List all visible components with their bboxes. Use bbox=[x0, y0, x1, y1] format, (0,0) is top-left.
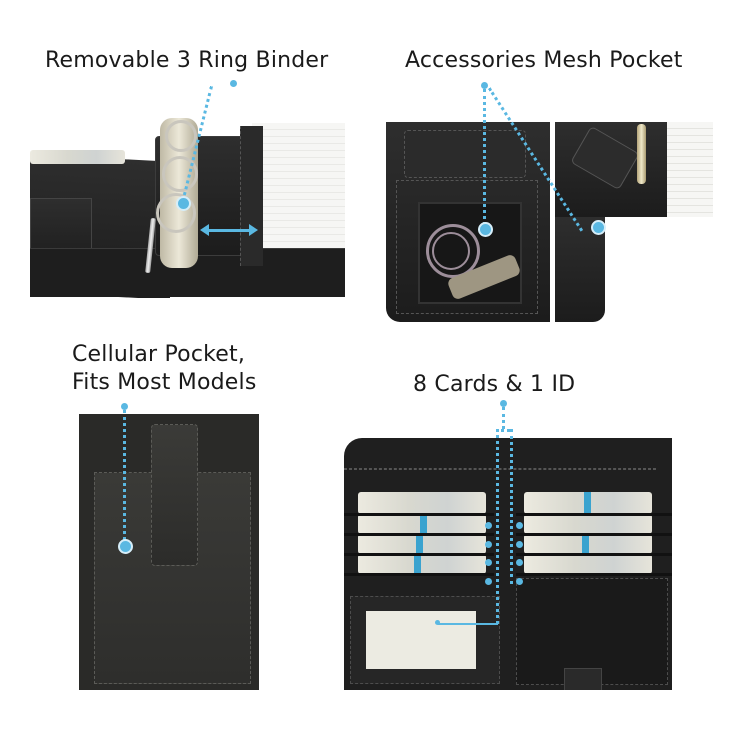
flap-card bbox=[30, 150, 125, 164]
callout-line bbox=[502, 407, 505, 429]
id-callout-line bbox=[438, 623, 498, 625]
arrow-left-head bbox=[200, 224, 209, 236]
callout-dot-icon bbox=[485, 559, 492, 566]
slot-line bbox=[516, 513, 672, 516]
notepad-paper bbox=[252, 123, 345, 251]
notepad-paper bbox=[667, 122, 713, 217]
card-left-1 bbox=[358, 492, 486, 514]
pocket-flap bbox=[404, 130, 526, 178]
callout-dot-icon bbox=[516, 522, 523, 529]
slot-line bbox=[516, 553, 672, 556]
callout-bracket bbox=[496, 429, 510, 432]
callout-dot-icon bbox=[516, 559, 523, 566]
right-pocket bbox=[516, 578, 668, 685]
callout-dot-icon bbox=[591, 220, 606, 235]
callout-dot-icon bbox=[485, 541, 492, 548]
closure-tab bbox=[564, 668, 602, 690]
ring-2 bbox=[162, 156, 198, 192]
callout-line bbox=[510, 429, 513, 584]
feature-title-cell-line1: Cellular Pocket, bbox=[72, 342, 246, 367]
slot-line bbox=[344, 533, 494, 536]
callout-dot-icon bbox=[478, 222, 493, 237]
slot-line bbox=[516, 573, 672, 576]
card-slots-photo bbox=[344, 438, 672, 690]
mesh-pocket-photo bbox=[386, 122, 550, 322]
callout-dot-icon bbox=[121, 403, 128, 410]
feature-title-cell-line2: Fits Most Models bbox=[72, 370, 257, 395]
mesh-window bbox=[418, 202, 522, 304]
callout-line bbox=[123, 410, 126, 540]
callout-dot-icon bbox=[516, 578, 523, 585]
card-right-3 bbox=[524, 534, 652, 554]
callout-dot-icon bbox=[485, 522, 492, 529]
binder-photo bbox=[30, 118, 345, 298]
card-left-3 bbox=[358, 534, 486, 554]
card-right-1 bbox=[524, 492, 652, 514]
callout-line bbox=[496, 429, 499, 624]
callout-dot-icon bbox=[118, 539, 133, 554]
closure-strap bbox=[151, 424, 198, 566]
callout-dot-icon bbox=[500, 400, 507, 407]
double-arrow-icon bbox=[205, 229, 253, 232]
callout-dot-icon bbox=[481, 82, 488, 89]
feature-title-mesh: Accessories Mesh Pocket bbox=[405, 48, 683, 73]
slot-line bbox=[344, 573, 494, 576]
callout-dot-icon bbox=[435, 620, 440, 625]
callout-line bbox=[483, 89, 486, 225]
side-pocket-photo bbox=[555, 122, 713, 322]
cell-pocket-photo bbox=[79, 414, 259, 690]
card-right-4 bbox=[524, 554, 652, 574]
card-left-4 bbox=[358, 554, 486, 574]
feature-title-cards: 8 Cards & 1 ID bbox=[413, 372, 576, 397]
right-panel-strip bbox=[240, 126, 263, 266]
card-left-2 bbox=[358, 514, 486, 534]
callout-dot-icon bbox=[485, 578, 492, 585]
binder-ring bbox=[637, 124, 646, 184]
callout-dot-icon bbox=[230, 80, 237, 87]
slot-line bbox=[516, 533, 672, 536]
slot-line bbox=[344, 553, 494, 556]
feature-title-binder: Removable 3 Ring Binder bbox=[45, 48, 329, 73]
id-window bbox=[366, 611, 476, 669]
earphone-cable bbox=[432, 232, 470, 270]
pocket-border bbox=[396, 180, 538, 314]
callout-dot-icon bbox=[176, 196, 191, 211]
ring-1 bbox=[165, 120, 197, 152]
ring-3 bbox=[156, 193, 196, 233]
card-right-2 bbox=[524, 514, 652, 534]
callout-dot-icon bbox=[516, 541, 523, 548]
top-border bbox=[344, 468, 656, 470]
arrow-right-head bbox=[249, 224, 258, 236]
slot-line bbox=[344, 513, 494, 516]
